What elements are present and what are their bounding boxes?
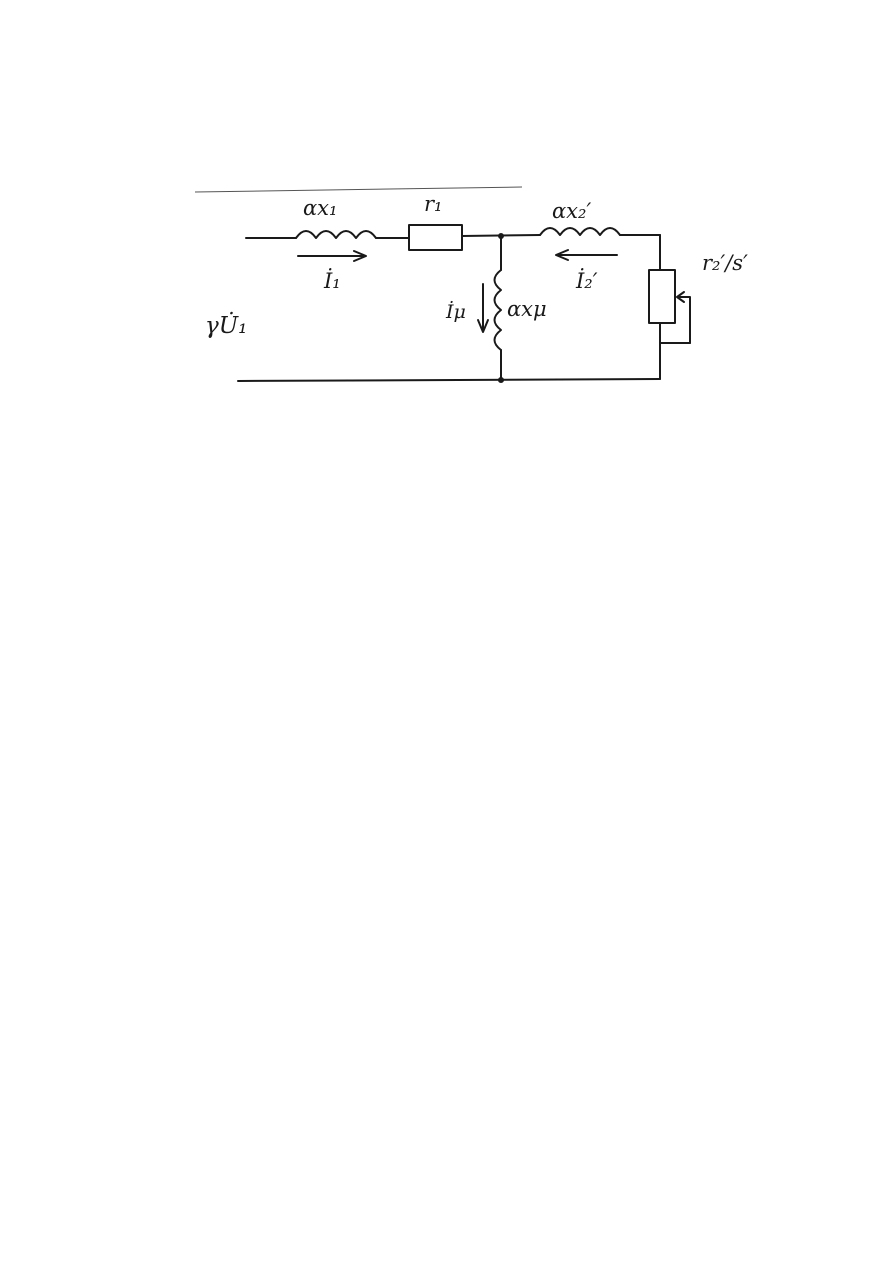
label-current-secondary: İ₂′: [575, 269, 598, 293]
inductor-magnetizing: [493, 269, 502, 351]
resistor-slider: [677, 296, 691, 344]
label-resistor-secondary: r₂′/s′: [702, 251, 748, 275]
label-source-voltage: γU̇₁: [205, 313, 247, 339]
scan-line: [194, 186, 523, 193]
arrow-magnetizing-head: [477, 319, 489, 333]
label-resistor-primary: r₁: [424, 192, 442, 216]
junction-top: [498, 233, 504, 239]
inductor-primary: [295, 230, 377, 239]
inductor-secondary: [539, 227, 621, 236]
label-inductor-magnetizing: αxμ: [507, 297, 547, 321]
arrow-primary-head: [353, 250, 367, 262]
label-inductor-primary: αx₁: [303, 196, 337, 220]
resistor-primary: [408, 224, 463, 251]
label-current-magnetizing: İμ: [445, 300, 466, 323]
label-inductor-secondary: αx₂′: [552, 199, 591, 223]
resistor-secondary: [648, 269, 676, 324]
bottom-wire: [237, 378, 661, 382]
resistor-slider-arrow: [676, 291, 685, 303]
arrow-secondary-head: [555, 249, 569, 261]
label-current-primary: İ₁: [323, 269, 341, 293]
